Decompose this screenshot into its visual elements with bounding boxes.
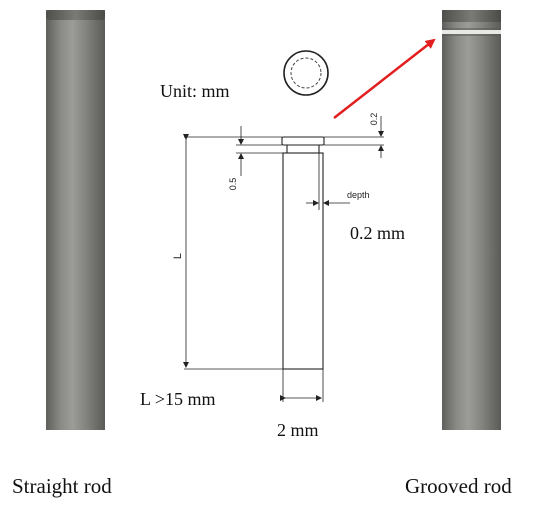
diameter-label: 2 mm [277, 420, 319, 440]
depth-label: depth [347, 190, 370, 200]
unit-text: Unit: mm [160, 81, 230, 101]
straight-rod [46, 10, 105, 430]
depth-value: 0.2 mm [350, 223, 406, 243]
length-symbol-label: L [172, 253, 184, 259]
dimension-lines [183, 116, 384, 402]
groove-height-label: 0.2 [369, 113, 379, 126]
rod-profile-drawing [281, 136, 325, 370]
top-view-circle [283, 50, 329, 96]
length-condition: L >15 mm [140, 389, 216, 409]
grooved-rod-caption: Grooved rod [405, 474, 512, 498]
head-offset-label: 0.5 [228, 178, 238, 191]
pointer-arrow [333, 38, 436, 119]
straight-rod-caption: Straight rod [12, 474, 112, 498]
grooved-rod [442, 10, 501, 430]
